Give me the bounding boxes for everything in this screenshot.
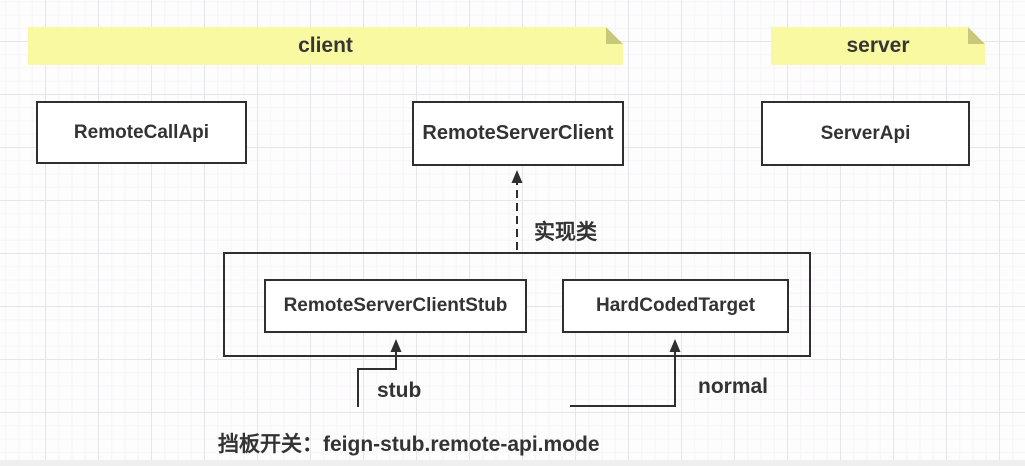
server-sticky-note[interactable]: server xyxy=(771,27,985,65)
normal-edge-label[interactable]: normal xyxy=(698,375,769,398)
node-server-api[interactable]: ServerApi xyxy=(761,101,970,166)
stub-edge-label[interactable]: stub xyxy=(377,379,422,402)
node-remote-server-client-stub-label: RemoteServerClientStub xyxy=(283,295,508,316)
implementation-edge-label[interactable]: 实现类 xyxy=(534,221,597,244)
node-remote-server-client[interactable]: RemoteServerClient xyxy=(412,101,624,166)
client-sticky-note[interactable]: client xyxy=(28,27,623,65)
node-hardcoded-target-label: HardCodedTarget xyxy=(595,295,756,316)
connector-stub-arrow[interactable] xyxy=(357,339,402,407)
switch-config-caption[interactable]: 挡板开关：feign-stub.remote-api.mode xyxy=(218,433,600,456)
node-server-api-label: ServerApi xyxy=(820,122,911,144)
node-remote-call-api[interactable]: RemoteCallApi xyxy=(36,101,247,164)
connector-normal-arrow[interactable] xyxy=(570,339,681,407)
bottom-scroll-track xyxy=(0,460,1025,466)
node-remote-server-client-label: RemoteServerClient xyxy=(422,122,614,144)
node-remote-server-client-stub[interactable]: RemoteServerClientStub xyxy=(264,279,527,333)
implementation-container-box[interactable] xyxy=(223,252,811,357)
client-note-label: client xyxy=(298,34,353,57)
server-note-label: server xyxy=(846,34,910,57)
node-hardcoded-target[interactable]: HardCodedTarget xyxy=(562,279,789,333)
node-remote-call-api-label: RemoteCallApi xyxy=(73,121,210,143)
